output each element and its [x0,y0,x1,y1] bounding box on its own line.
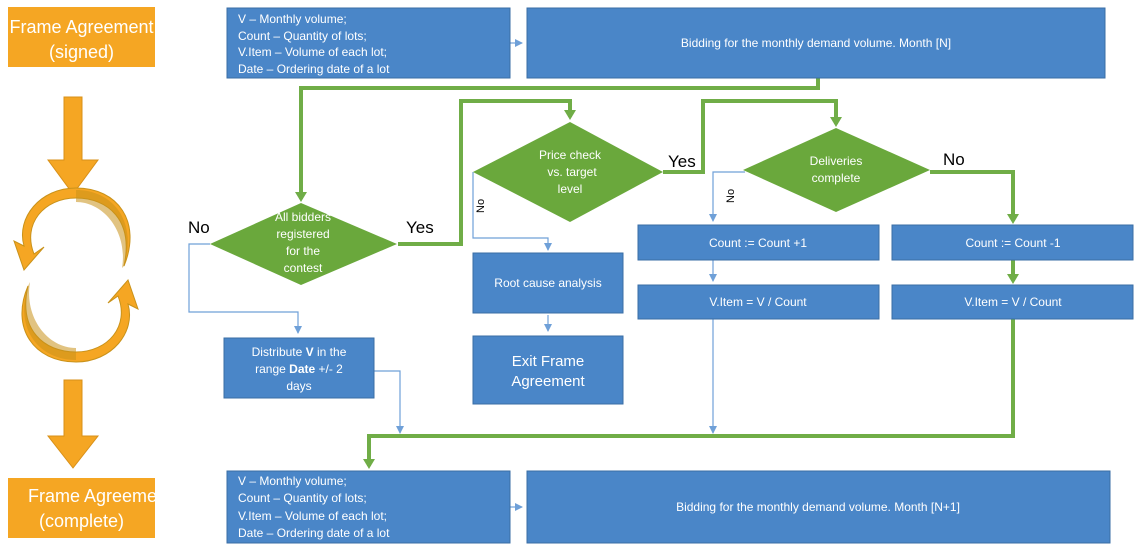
start-box: Frame Agreement (signed) [8,7,155,67]
label-no-deliveries-left: No [725,189,737,203]
vars-box-top: V – Monthly volume; Count – Quantity of … [226,7,511,79]
vitem-right-label: V.Item = V / Count [964,295,1062,309]
bidding-bottom-label: Bidding for the monthly demand volume. M… [676,500,960,514]
vars-bottom-line3: V.Item – Volume of each lot; [238,509,387,523]
exit-frame-line1: Exit Frame [512,353,585,370]
start-box-line1: Frame Agreement [9,17,153,37]
green-vitem-to-next-month [363,319,1015,469]
vars-top-line1: V – Monthly volume; [238,12,347,26]
distribute-line2: range Date +/- 2 [255,362,343,376]
decision-deliveries-line1: Deliveries [810,154,863,168]
vitem-left-box: V.Item = V / Count [637,284,880,320]
decision-price-line3: level [558,182,583,196]
connector-no-bidders-to-distribute [188,243,302,334]
cycle-arrows-icon [13,187,139,363]
vars-top-line4: Date – Ordering date of a lot [238,62,390,76]
green-yes-price-to-deliveries [663,99,842,174]
count-minus-box: Count := Count -1 [891,224,1134,261]
vars-bottom-line1: V – Monthly volume; [238,474,347,488]
decision-price: Price check vs. target level [473,122,663,222]
root-cause-box: Root cause analysis [472,252,624,314]
decision-deliveries-line2: complete [812,171,861,185]
distribute-line3: days [286,379,311,393]
vitem-left-label: V.Item = V / Count [709,295,807,309]
label-no-price: No [475,199,487,213]
label-yes-price: Yes [668,152,696,171]
decision-deliveries: Deliveries complete [743,128,930,212]
exit-frame-box: Exit Frame Agreement [472,335,624,405]
decision-bidders-line4: contest [284,261,323,275]
end-box-line1: Frame Agreement [28,486,172,506]
start-box-line2: (signed) [49,42,114,62]
decision-bidders-line3: for the [286,244,320,258]
label-no-bidders: No [188,218,210,237]
vars-top-line2: Count – Quantity of lots; [238,29,367,43]
thin-connectors [188,39,745,511]
count-plus-box: Count := Count +1 [637,224,880,261]
connector-no-deliveries-to-count-plus [709,171,745,222]
vars-box-bottom: V – Monthly volume; Count – Quantity of … [226,470,511,544]
green-connectors [295,78,1019,469]
decision-price-line1: Price check [539,148,602,162]
connector-no-price-to-root-cause [472,172,552,251]
vitem-right-box: V.Item = V / Count [891,284,1134,320]
root-cause-label: Root cause analysis [494,276,601,290]
exit-frame-line2: Agreement [511,373,585,390]
decision-price-line2: vs. target [547,165,597,179]
down-arrow-top-icon [47,96,99,195]
vars-bottom-line4: Date – Ordering date of a lot [238,526,390,540]
distribute-box: Distribute V in the range Date +/- 2 day… [223,337,375,399]
decision-bidders-line1: All bidders [275,210,331,224]
label-yes-bidders: Yes [406,218,434,237]
label-no-deliveries-right: No [943,150,965,169]
decision-bidders-line2: registered [276,227,329,241]
green-no-deliveries-to-count-minus [930,170,1019,224]
vars-top-line3: V.Item – Volume of each lot; [238,45,387,59]
count-minus-label: Count := Count -1 [965,236,1060,250]
branch-labels: No Yes Yes No No No [188,150,965,237]
green-bidding-to-bidders [295,78,820,202]
bidding-box-bottom: Bidding for the monthly demand volume. M… [526,470,1111,544]
end-box: Frame Agreement (complete) [8,478,172,538]
down-arrow-bottom-icon [46,379,100,469]
decision-bidders: All bidders registered for the contest [210,203,397,285]
distribute-line1: Distribute V in the [252,345,347,359]
count-plus-label: Count := Count +1 [709,236,807,250]
vars-bottom-line2: Count – Quantity of lots; [238,491,367,505]
green-yes-bidders-to-price [398,99,576,246]
bidding-box-top: Bidding for the monthly demand volume. M… [526,7,1106,79]
connector-distribute-down [374,370,404,434]
bidding-top-label: Bidding for the monthly demand volume. M… [681,36,951,50]
end-box-line2: (complete) [39,511,124,531]
